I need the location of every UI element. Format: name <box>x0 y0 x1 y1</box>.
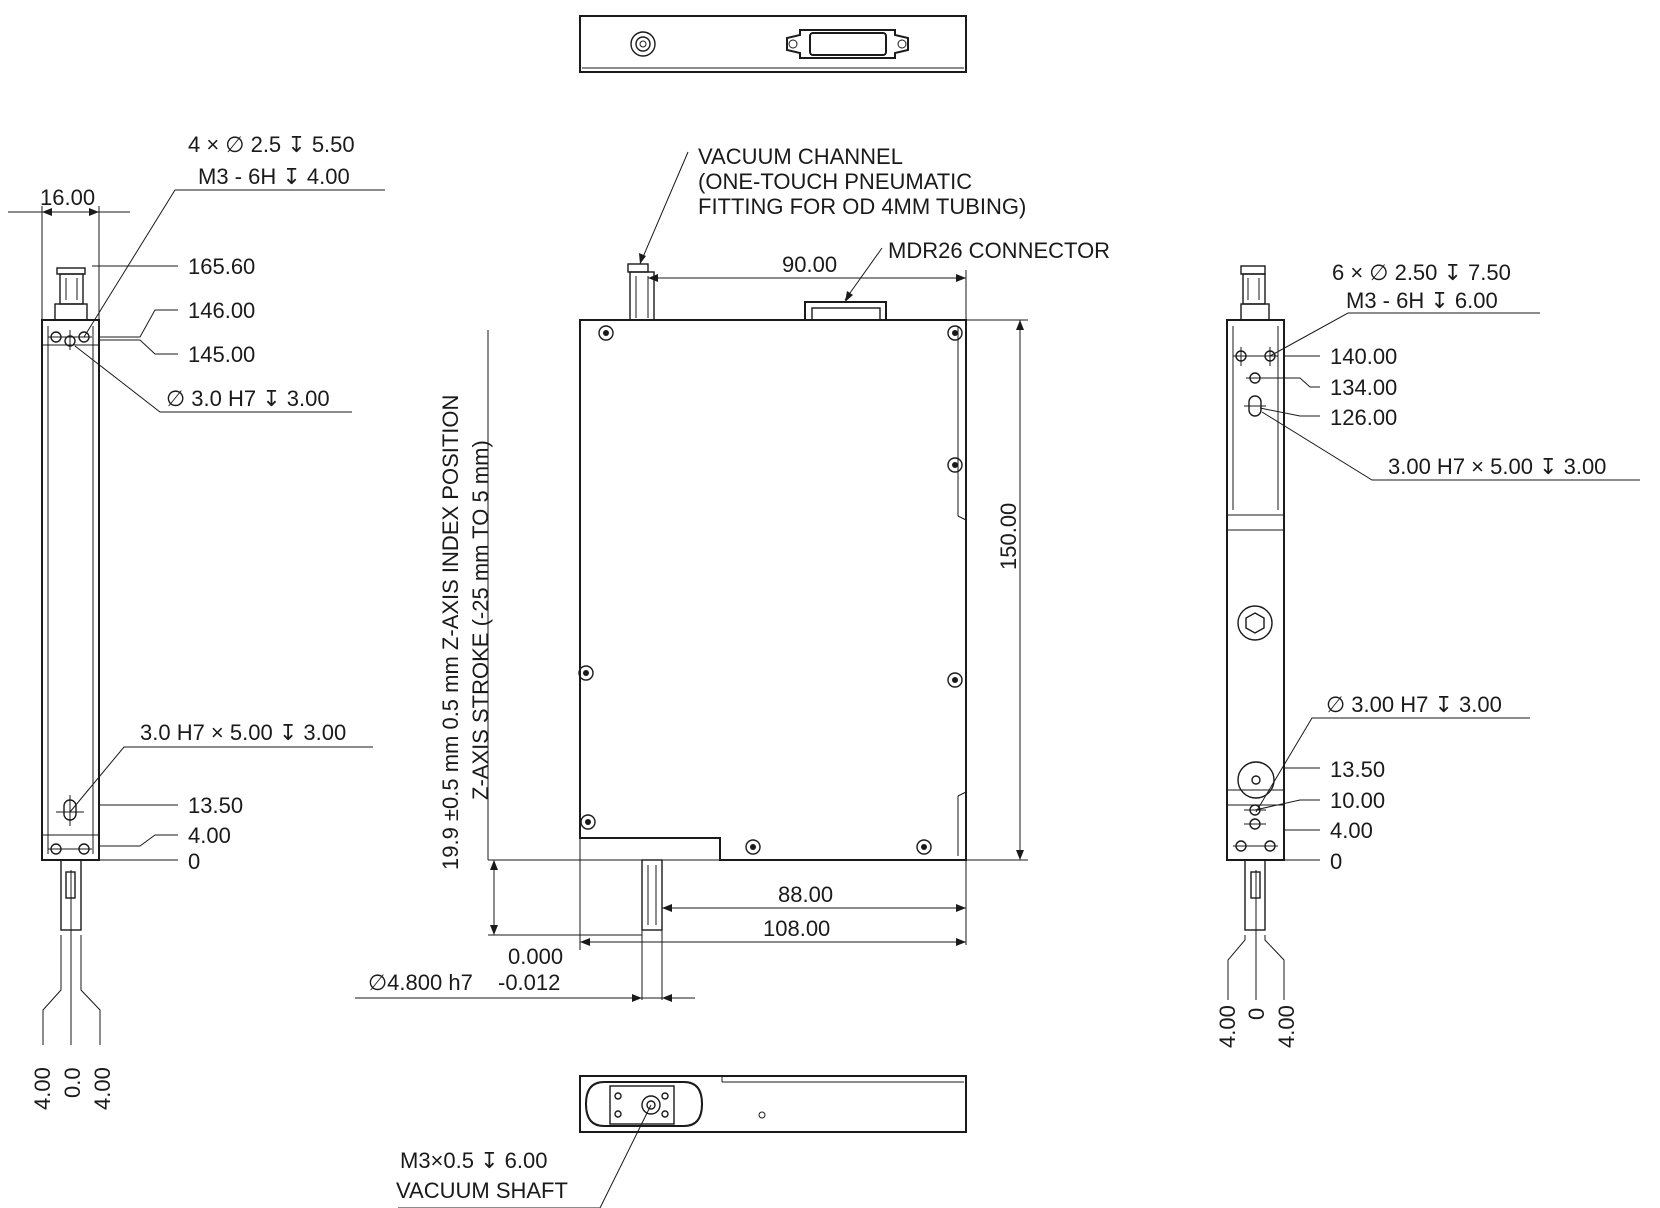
front-view <box>355 151 1028 1002</box>
left-dim-146: 146.00 <box>188 298 255 323</box>
mdr-connector-label: MDR26 CONNECTOR <box>888 238 1110 263</box>
vacuum-label-3: FITTING FOR OD 4MM TUBING) <box>698 194 1026 219</box>
vacuum-label-2: (ONE-TOUCH PNEUMATIC <box>698 169 972 194</box>
right-dim-140: 140.00 <box>1330 344 1397 369</box>
vacuum-label-1: VACUUM CHANNEL <box>698 144 903 169</box>
right-bottom-dim-c: 4.00 <box>1274 1005 1299 1048</box>
vacuum-shaft-label: VACUUM SHAFT <box>396 1178 568 1203</box>
left-view <box>8 189 385 1045</box>
vacuum-shaft-thread-callout: M3×0.5 ↧ 6.00 <box>400 1148 547 1173</box>
right-bottom-dim-a: 4.00 <box>1215 1005 1240 1048</box>
left-dim-400: 4.00 <box>188 823 231 848</box>
left-dim-165: 165.60 <box>188 254 255 279</box>
bottom-view <box>398 1075 967 1208</box>
left-bottom-dim-c: 4.00 <box>90 1067 115 1110</box>
right-holes-callout-1: 6 × ∅ 2.50 ↧ 7.50 <box>1332 260 1511 285</box>
left-width-dim: 16.00 <box>40 185 95 210</box>
tolerance-lower: -0.012 <box>498 970 560 995</box>
left-holes-callout-2: M3 - 6H ↧ 4.00 <box>198 164 350 189</box>
right-dim-1350: 13.50 <box>1330 757 1385 782</box>
top-view <box>579 15 967 73</box>
right-view <box>1226 265 1640 1000</box>
right-dim-126: 126.00 <box>1330 405 1397 430</box>
labels: 16.00 4 × ∅ 2.5 ↧ 5.50 M3 - 6H ↧ 4.00 16… <box>30 132 1606 1203</box>
right-pin-callout: ∅ 3.00 H7 ↧ 3.00 <box>1326 692 1502 717</box>
dim-90: 90.00 <box>782 252 837 277</box>
left-slot-callout: 3.0 H7 × 5.00 ↧ 3.00 <box>140 720 346 745</box>
dim-108: 108.00 <box>763 916 830 941</box>
left-dim-145: 145.00 <box>188 342 255 367</box>
left-dim-0: 0 <box>188 849 200 874</box>
right-dim-1000: 10.00 <box>1330 788 1385 813</box>
dim-150: 150.00 <box>996 503 1021 570</box>
right-dim-134: 134.00 <box>1330 375 1397 400</box>
right-holes-callout-2: M3 - 6H ↧ 6.00 <box>1346 288 1498 313</box>
z-axis-stroke-label: Z-AXIS STROKE (-25 mm TO 5 mm) <box>468 440 493 800</box>
screw-icon <box>578 325 963 855</box>
left-bottom-dim-a: 4.00 <box>30 1067 55 1110</box>
z-axis-index-label: 19.9 ±0.5 mm 0.5 mm Z-AXIS INDEX POSITIO… <box>438 395 463 870</box>
right-bottom-dim-b: 0 <box>1244 1008 1269 1020</box>
left-bottom-dim-b: 0.0 <box>60 1067 85 1098</box>
left-dim-1350: 13.50 <box>188 793 243 818</box>
right-dim-0: 0 <box>1330 849 1342 874</box>
right-slot-callout: 3.00 H7 × 5.00 ↧ 3.00 <box>1388 454 1606 479</box>
left-pin-callout: ∅ 3.0 H7 ↧ 3.00 <box>166 386 330 411</box>
shaft-diameter: ∅4.800 h7 <box>368 970 473 995</box>
right-dim-400: 4.00 <box>1330 818 1373 843</box>
tolerance-upper: 0.000 <box>508 944 563 969</box>
dim-88: 88.00 <box>778 882 833 907</box>
left-holes-callout-1: 4 × ∅ 2.5 ↧ 5.50 <box>188 132 355 157</box>
